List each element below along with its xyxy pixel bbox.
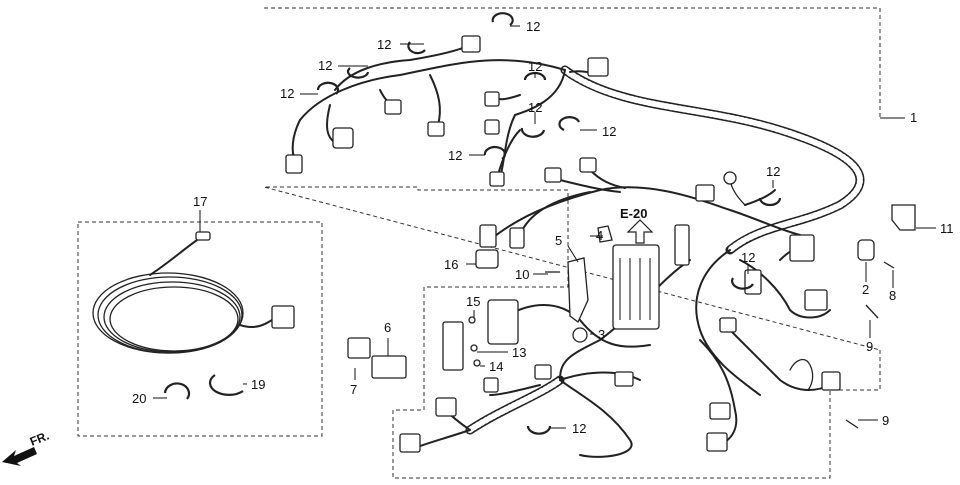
callout-12: 12 [528,100,542,115]
callout-2: 2 [862,282,869,297]
callout-14: 14 [489,359,503,374]
callout-19: 19 [251,377,265,392]
harness-clips [316,12,782,435]
callout-8: 8 [889,288,896,303]
callout-12: 12 [377,37,391,52]
front-arrow-icon [2,447,37,466]
callout-15: 15 [466,294,480,309]
connectors [285,35,841,453]
callout-12: 12 [448,148,462,163]
callout-16: 16 [444,257,458,272]
front-direction-label: FR. [28,429,51,449]
bracket-parts [442,204,916,429]
reference-arrow-icon [626,219,654,244]
coiled-cable-17 [92,231,295,354]
callout-12: 12 [526,19,540,34]
harness-group-boundary [263,7,881,479]
callout-13: 13 [512,345,526,360]
clip-19 [208,374,244,396]
callout-12: 12 [318,58,332,73]
callout-12: 12 [528,59,542,74]
callout-20: 20 [132,391,146,406]
callout-1: 1 [910,110,917,125]
callout-11: 11 [940,221,954,236]
relay-6 [371,355,407,379]
callout-4: 4 [596,228,603,243]
reference-label: E-20 [620,206,647,221]
relay-7 [347,337,371,359]
cable-group-boundary [77,221,323,437]
callout-12: 12 [741,250,755,265]
leader-lines [153,25,936,429]
callout-9: 9 [882,413,889,428]
callout-12: 12 [572,421,586,436]
callout-12: 12 [602,124,616,139]
clip-20 [163,382,191,400]
ecu-module [612,244,660,330]
callout-17: 17 [193,194,207,209]
callout-12: 12 [280,86,294,101]
callout-12: 12 [766,164,780,179]
lower-harness-wires [409,304,814,458]
callout-9: 9 [866,339,873,354]
upper-harness-wires [291,44,601,179]
callout-7: 7 [350,382,357,397]
callout-6: 6 [384,320,391,335]
callout-3: 3 [598,327,605,342]
callout-10: 10 [515,267,529,282]
callout-5: 5 [555,233,562,248]
middle-harness-wires [489,169,831,396]
wire-conduit [465,65,865,435]
